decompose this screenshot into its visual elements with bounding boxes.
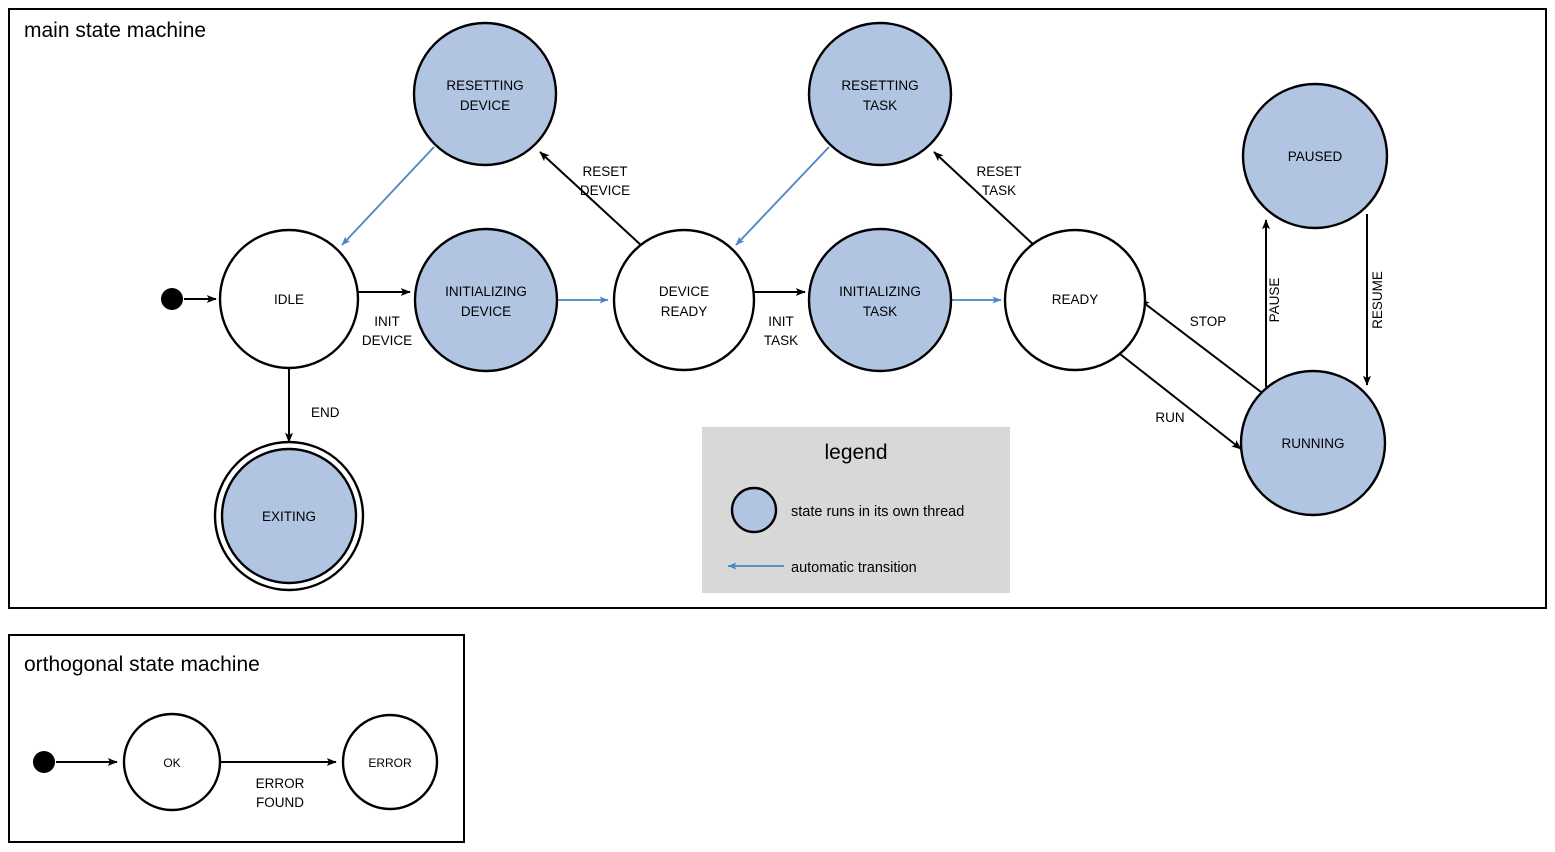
state-ready-label: READY	[1052, 292, 1099, 307]
transition-label-init-device-line2: DEVICE	[362, 333, 412, 348]
legend: legend state runs in its own thread auto…	[702, 427, 1010, 593]
state-device-ready-label-line2: READY	[661, 304, 708, 319]
state-idle-shape	[218, 228, 360, 370]
state-resetting-task[interactable]: RESETTING TASK	[807, 21, 953, 167]
state-initializing-device-label-line2: DEVICE	[461, 304, 511, 319]
state-resetting-device-label-line2: DEVICE	[460, 98, 510, 113]
transition-label-init-task-line1: INIT	[768, 314, 794, 329]
state-device-ready[interactable]: DEVICE READY	[612, 228, 756, 372]
state-device-ready-label-line1: DEVICE	[659, 284, 709, 299]
state-idle-label: IDLE	[274, 292, 304, 307]
state-error-shape	[341, 713, 439, 811]
transition-label-stop: STOP	[1190, 314, 1227, 329]
state-paused-shape	[1241, 82, 1389, 230]
state-initializing-task-shape	[807, 227, 953, 373]
transition-running-stop-ready	[1139, 299, 1266, 396]
transition-resetting-device-to-idle	[341, 146, 435, 246]
main-frame-title: main state machine	[24, 19, 206, 42]
transition-label-error-found-line2: FOUND	[256, 795, 304, 810]
state-resetting-device[interactable]: RESETTING DEVICE	[412, 21, 558, 167]
state-resetting-task-label-line2: TASK	[863, 98, 897, 113]
state-initializing-task-label-line1: INITIALIZING	[839, 284, 921, 299]
transition-label-init-task-line2: TASK	[764, 333, 798, 348]
transition-label-reset-device-line1: RESET	[582, 164, 627, 179]
state-resetting-task-shape	[807, 21, 953, 167]
transition-label-run: RUN	[1155, 410, 1184, 425]
state-exiting-shape	[220, 447, 358, 585]
transition-resetting-task-to-device-ready	[735, 146, 830, 246]
state-device-ready-shape	[612, 228, 756, 372]
state-ok-label: OK	[163, 756, 180, 770]
state-idle[interactable]: IDLE	[218, 228, 360, 370]
orthogonal-initial-pseudostate	[33, 751, 55, 773]
state-resetting-task-label-line1: RESETTING	[841, 78, 918, 93]
transition-label-reset-task-line1: RESET	[976, 164, 1021, 179]
transition-label-reset-device-line2: DEVICE	[580, 183, 630, 198]
state-resetting-device-shape	[412, 21, 558, 167]
transition-label-resume: RESUME	[1370, 271, 1385, 329]
state-ready[interactable]: READY	[1003, 228, 1147, 372]
legend-thread-state-text: state runs in its own thread	[791, 504, 964, 520]
main-initial-pseudostate	[161, 288, 183, 310]
legend-thread-state-icon	[730, 486, 778, 534]
state-ready-shape	[1003, 228, 1147, 372]
state-resetting-device-label-line1: RESETTING	[446, 78, 523, 93]
legend-title: legend	[824, 441, 887, 464]
state-exiting[interactable]: EXITING	[213, 440, 365, 592]
state-initializing-device-label-line1: INITIALIZING	[445, 284, 527, 299]
transition-label-reset-task-line2: TASK	[982, 183, 1016, 198]
state-ok-shape	[122, 712, 222, 812]
state-paused-label: PAUSED	[1288, 149, 1343, 164]
state-running[interactable]: RUNNING	[1239, 369, 1387, 517]
transition-label-pause: PAUSE	[1267, 278, 1282, 323]
state-running-label: RUNNING	[1282, 436, 1345, 451]
transition-device-ready-reset-device	[539, 151, 644, 248]
transition-ready-run-running	[1119, 353, 1242, 450]
state-initializing-device-shape	[413, 227, 559, 373]
state-error[interactable]: ERROR	[341, 713, 439, 811]
state-initializing-device[interactable]: INITIALIZING DEVICE	[413, 227, 559, 373]
transition-label-end: END	[311, 405, 340, 420]
state-ok[interactable]: OK	[122, 712, 222, 812]
transition-label-error-found-line1: ERROR	[256, 776, 305, 791]
state-initializing-task[interactable]: INITIALIZING TASK	[807, 227, 953, 373]
legend-automatic-transition-text: automatic transition	[791, 560, 917, 576]
state-initializing-task-label-line2: TASK	[863, 304, 897, 319]
state-exiting-label: EXITING	[262, 509, 316, 524]
transition-label-init-device-line1: INIT	[374, 314, 400, 329]
state-error-label: ERROR	[368, 756, 412, 770]
state-running-shape	[1239, 369, 1387, 517]
transition-ready-reset-task	[933, 151, 1037, 248]
orthogonal-frame-title: orthogonal state machine	[24, 653, 260, 676]
state-paused[interactable]: PAUSED	[1241, 82, 1389, 230]
